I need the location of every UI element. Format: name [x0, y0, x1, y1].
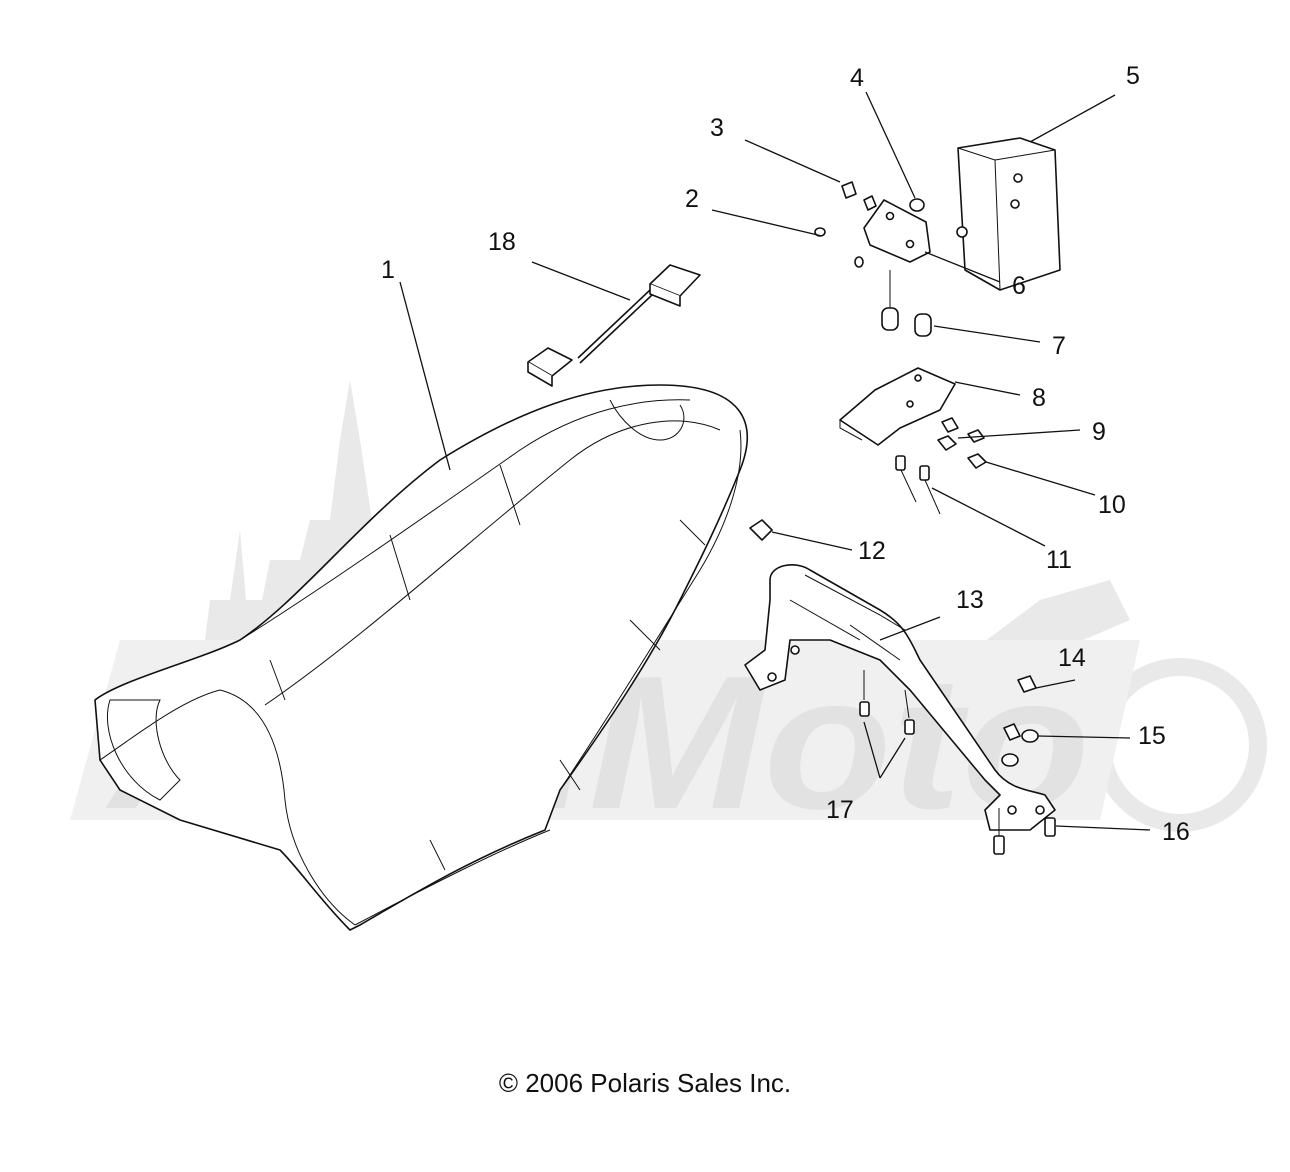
spacers: [881, 270, 932, 337]
callout-12: 12: [858, 537, 886, 565]
callout-6: 6: [1012, 272, 1026, 300]
callout-16: 16: [1162, 818, 1190, 846]
lamp-bracket: [863, 199, 931, 263]
callout-14: 14: [1058, 644, 1086, 672]
callout-2: 2: [685, 185, 699, 213]
grab-handle: [744, 564, 1056, 831]
harness-connector: [527, 264, 701, 387]
callout-7: 7: [1052, 332, 1066, 360]
callout-10: 10: [1098, 491, 1126, 519]
fasteners: [749, 417, 987, 541]
callout-13: 13: [956, 586, 984, 614]
callout-9: 9: [1092, 418, 1106, 446]
leader-lines: [399, 91, 1151, 831]
handle-hardware: [859, 670, 1056, 855]
callout-11: 11: [1046, 546, 1072, 574]
tail-lamp: [956, 137, 1061, 291]
seat: [94, 384, 748, 931]
callout-17: 17: [826, 796, 854, 824]
callout-labels: 1 2 3 4 5 6 7 8 9 10 11 12 13 14 15 16 1…: [381, 62, 1190, 846]
callout-3: 3: [710, 114, 724, 142]
callout-8: 8: [1032, 384, 1046, 412]
callout-15: 15: [1138, 722, 1166, 750]
callout-4: 4: [850, 64, 864, 92]
callout-5: 5: [1126, 62, 1140, 90]
small-hardware: [814, 181, 925, 268]
copyright-notice: © 2006 Polaris Sales Inc.: [498, 1068, 792, 1098]
callout-18: 18: [488, 228, 516, 256]
mount-plate: [839, 367, 956, 446]
callout-1: 1: [381, 256, 395, 284]
